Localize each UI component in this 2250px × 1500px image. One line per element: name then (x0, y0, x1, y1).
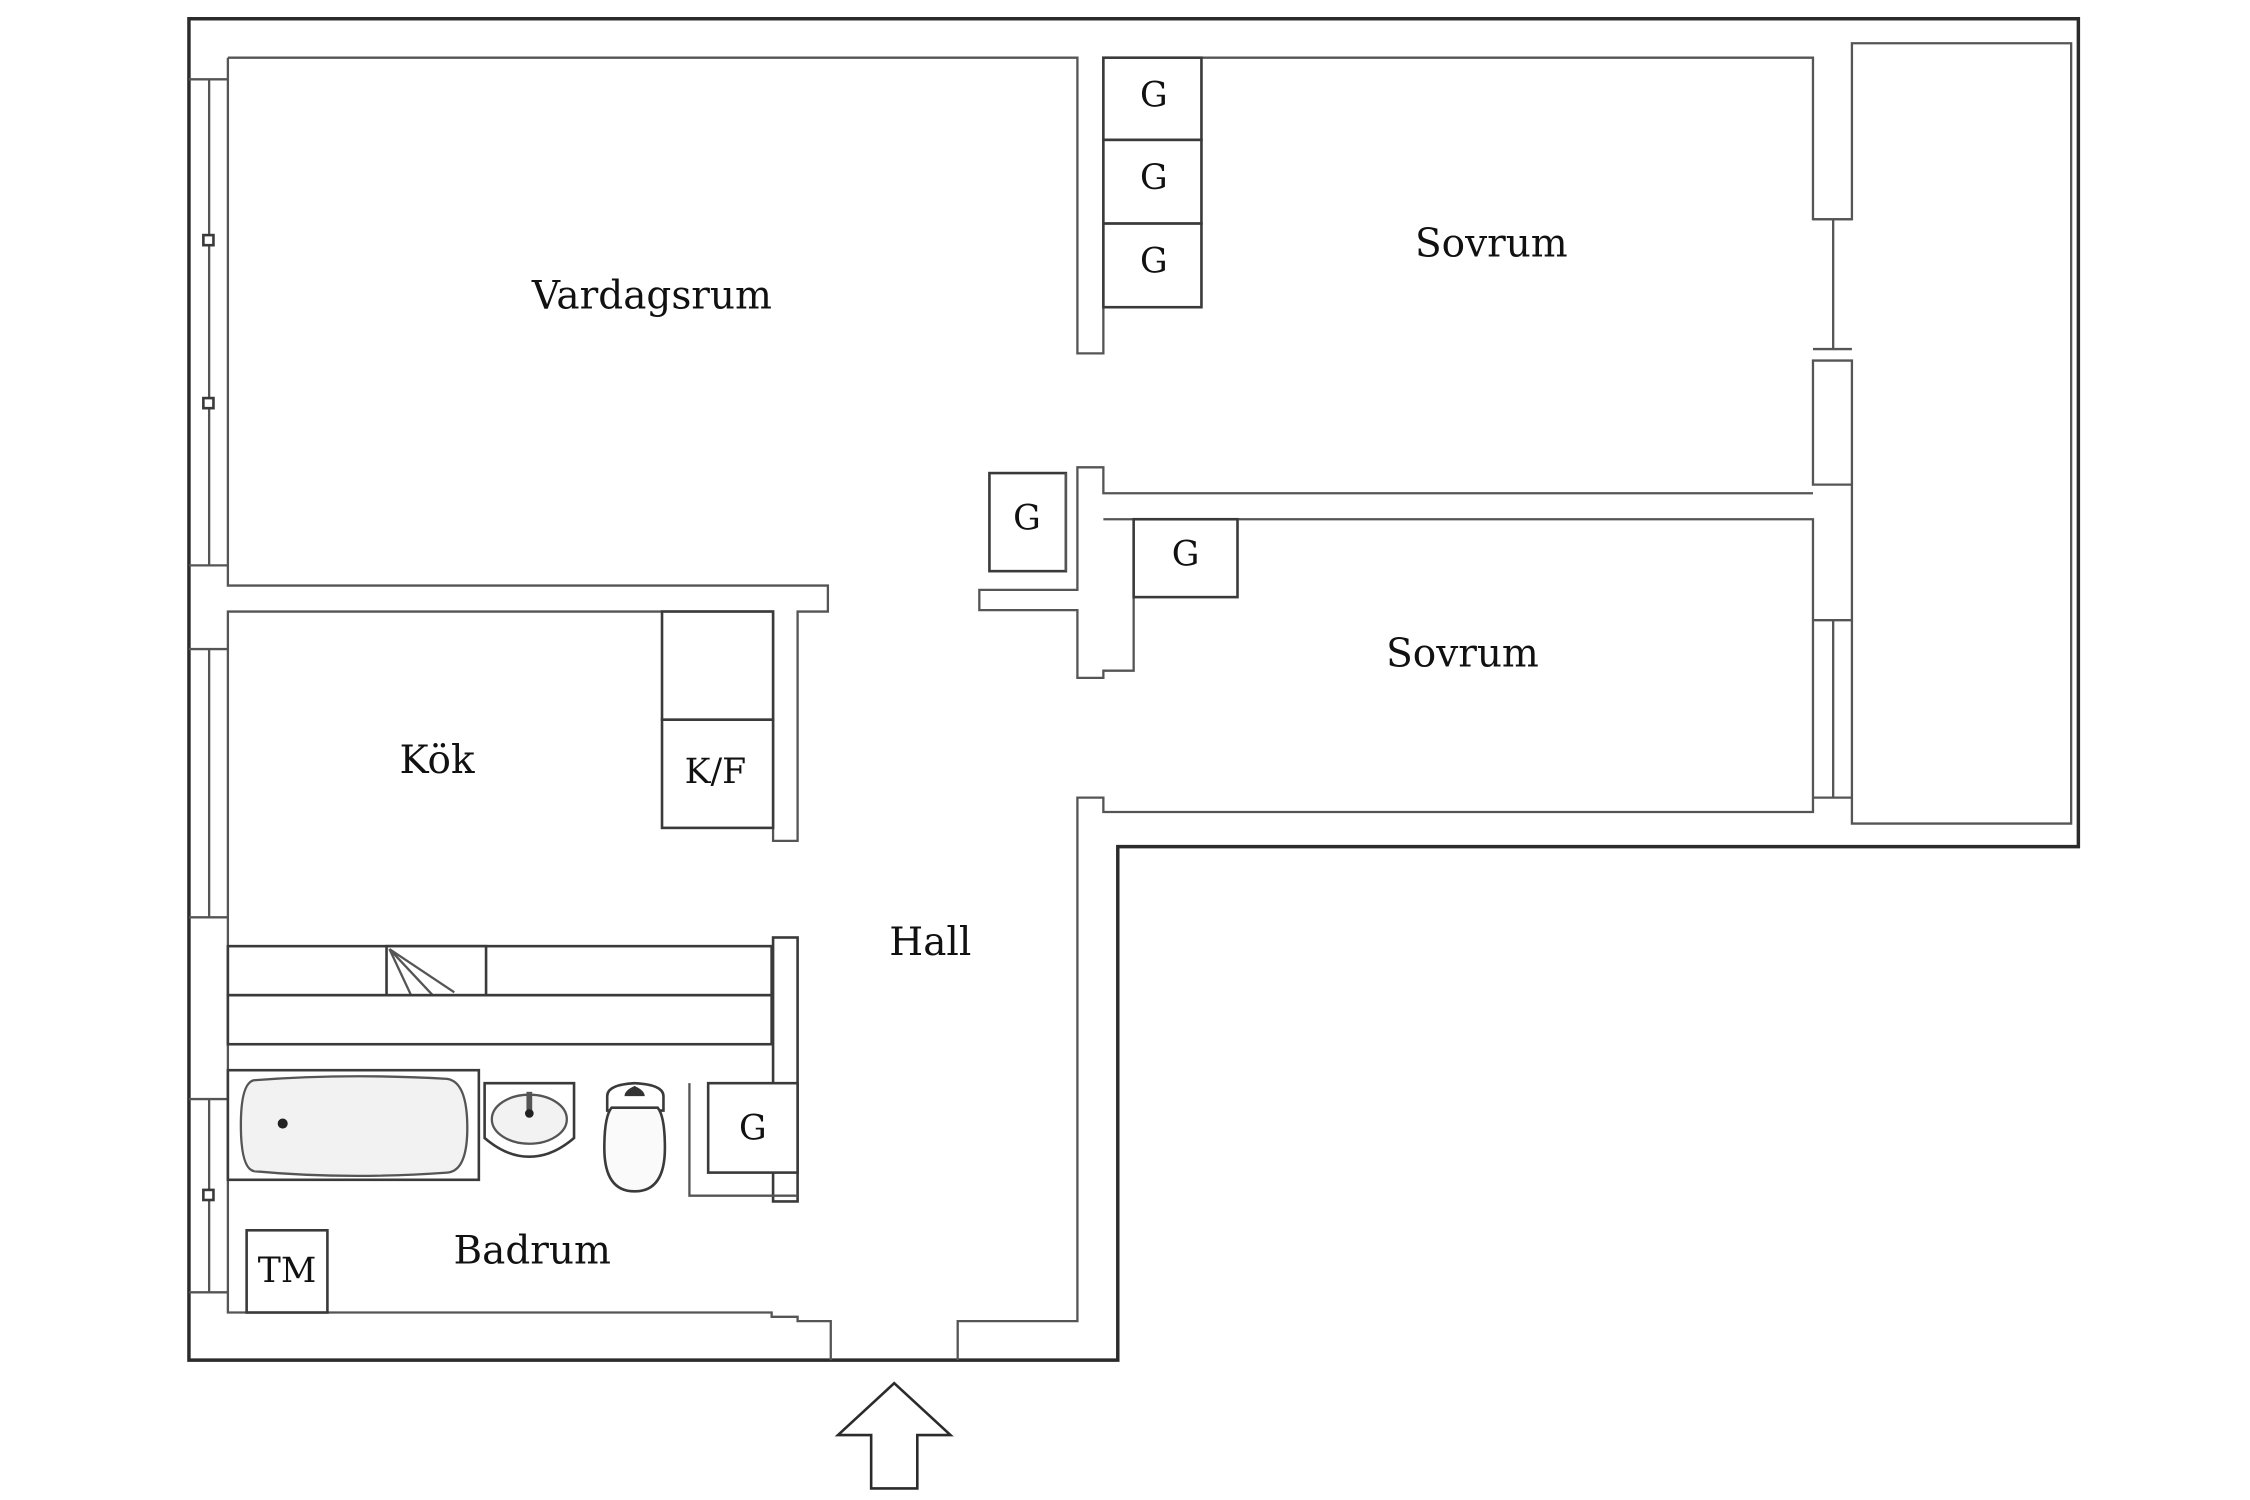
window-latch (202, 396, 215, 410)
washing-machine-label: TM (258, 1251, 317, 1291)
room-label-vardagsrum: Vardagsrum (531, 274, 772, 319)
closet-label: G (1140, 158, 1168, 198)
drain-icon (277, 1118, 288, 1129)
room-label-sovrum: Sovrum (1415, 222, 1568, 267)
fridge-freezer (660, 718, 775, 830)
kitchen-counter (226, 936, 799, 1203)
flush-icon (624, 1086, 645, 1097)
room-label-sovrum: Sovrum (1386, 631, 1539, 676)
bathroom-closet (706, 1081, 799, 1174)
closet-stack (1102, 56, 1203, 309)
fridge-freezer-label: K/F (685, 752, 747, 792)
bedroom-closet (1132, 517, 1239, 599)
faucet-icon (526, 1091, 533, 1113)
window-latch (202, 233, 215, 247)
windows (188, 78, 1852, 1294)
closet-label: G (1013, 498, 1041, 538)
closet-label: G (1172, 534, 1200, 574)
room-label-hall: Hall (889, 920, 971, 965)
toilet (603, 1081, 667, 1193)
drain-icon (525, 1109, 534, 1118)
closet-label: G (1140, 242, 1168, 282)
sink (483, 1081, 576, 1159)
room-label-badrum: Badrum (454, 1228, 611, 1273)
outer-walls (187, 17, 2081, 1362)
washing-machine (245, 1228, 329, 1314)
window-latch (202, 1188, 215, 1202)
kitchen-cabinet (660, 610, 775, 722)
closet-label: G (739, 1108, 767, 1148)
hall-closet (988, 471, 1068, 573)
bathtub (226, 1068, 481, 1182)
entrance-arrow-icon (834, 1381, 954, 1490)
room-label-kok: Kök (399, 738, 474, 783)
closet-label: G (1140, 76, 1168, 116)
